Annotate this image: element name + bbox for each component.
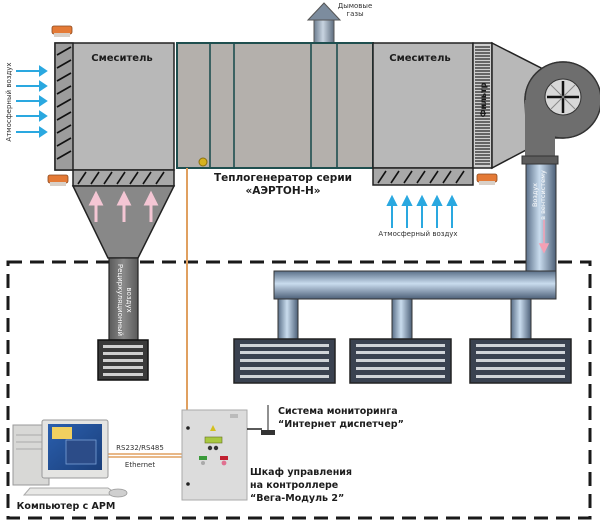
recirculation-label-1: Рециркуляционный — [116, 264, 124, 336]
air-to-vent-label-1: Воздух — [531, 183, 539, 207]
link-label-ethernet: Ethernet — [125, 461, 155, 469]
flue-gas-stack — [306, 2, 342, 45]
damper-actuator-top-left — [51, 25, 73, 37]
atmospheric-air-arrows-bottom — [386, 194, 458, 228]
control-cabinet — [181, 409, 248, 501]
air-to-vent-label-2: в вентсистему — [539, 170, 547, 220]
computer-workstation — [12, 419, 128, 498]
link-label-rs: RS232/RS485 — [116, 444, 164, 452]
atmospheric-air-left-label: Атмосферный воздух — [5, 62, 13, 141]
computer-label: Компьютер с АРМ — [17, 501, 116, 512]
flue-gas-label-1: Дымовые — [338, 2, 373, 10]
cabinet-label-2: на контроллере — [250, 480, 338, 491]
cabinet-label-1: Шкаф управления — [250, 467, 352, 478]
heat-generator-title: Теплогенератор серии — [214, 172, 352, 184]
heat-generator-model: «АЭРТОН-Н» — [245, 185, 320, 197]
cabinet-label-3: “Вега-Модуль 2” — [250, 493, 344, 504]
left-mixer-label: Смеситель — [91, 53, 152, 64]
antenna-icon — [261, 405, 275, 435]
atmospheric-air-bottom-label: Атмосферный воздух — [378, 230, 457, 238]
monitoring-label-1: Система мониторинга — [278, 406, 398, 417]
flue-gas-label-2: газы — [346, 10, 363, 18]
heat-generator-unit — [176, 42, 374, 169]
fan — [521, 61, 600, 165]
left-mixer — [54, 42, 175, 187]
communication-link — [107, 453, 182, 458]
control-boundary — [6, 260, 592, 520]
diffuser-1 — [233, 338, 336, 384]
recirculation-arrows — [88, 190, 159, 222]
filter-label: Фильтр — [479, 82, 488, 117]
right-mixer — [372, 42, 474, 186]
recirculation-label-2: воздух — [125, 287, 133, 312]
diffuser-2 — [349, 338, 452, 384]
damper-actuator-bottom-right — [476, 173, 498, 185]
monitoring-label-2: “Интернет диспетчер” — [278, 419, 404, 430]
air-to-vent-arrow — [538, 220, 550, 254]
diffuser-3 — [469, 338, 572, 384]
ventilation-ducting — [273, 163, 557, 340]
damper-actuator-bottom-left — [47, 174, 69, 186]
atmospheric-air-arrows-left — [16, 65, 48, 138]
right-mixer-label: Смеситель — [389, 53, 450, 64]
